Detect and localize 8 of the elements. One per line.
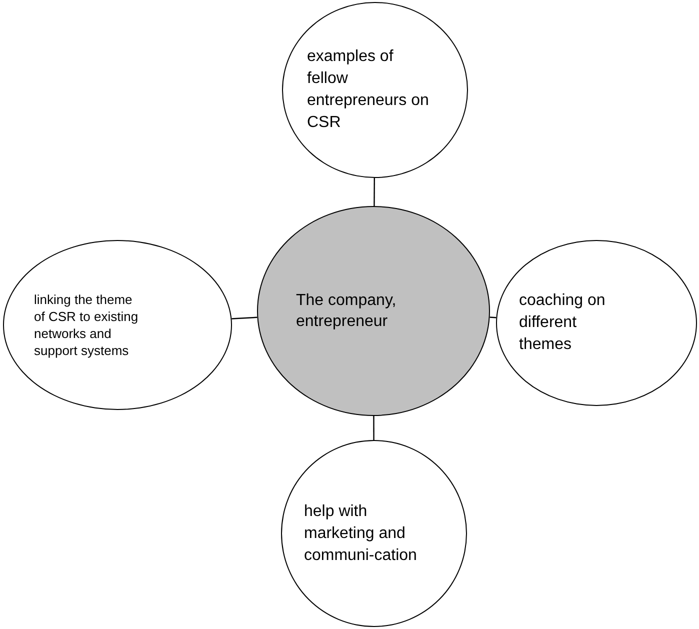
connector-line (232, 316, 258, 320)
connector-line (373, 416, 374, 440)
node-label: examples of fellow entrepreneurs on CSR (307, 47, 429, 133)
node-label: help with marketing and communi-cation (304, 502, 418, 566)
node-label: coaching on different themes (519, 291, 606, 355)
node-label: linking the theme of CSR to existing networks and support systems (34, 291, 140, 359)
node-label: The company, entrepreneur (296, 291, 398, 332)
connector-line (374, 178, 375, 206)
